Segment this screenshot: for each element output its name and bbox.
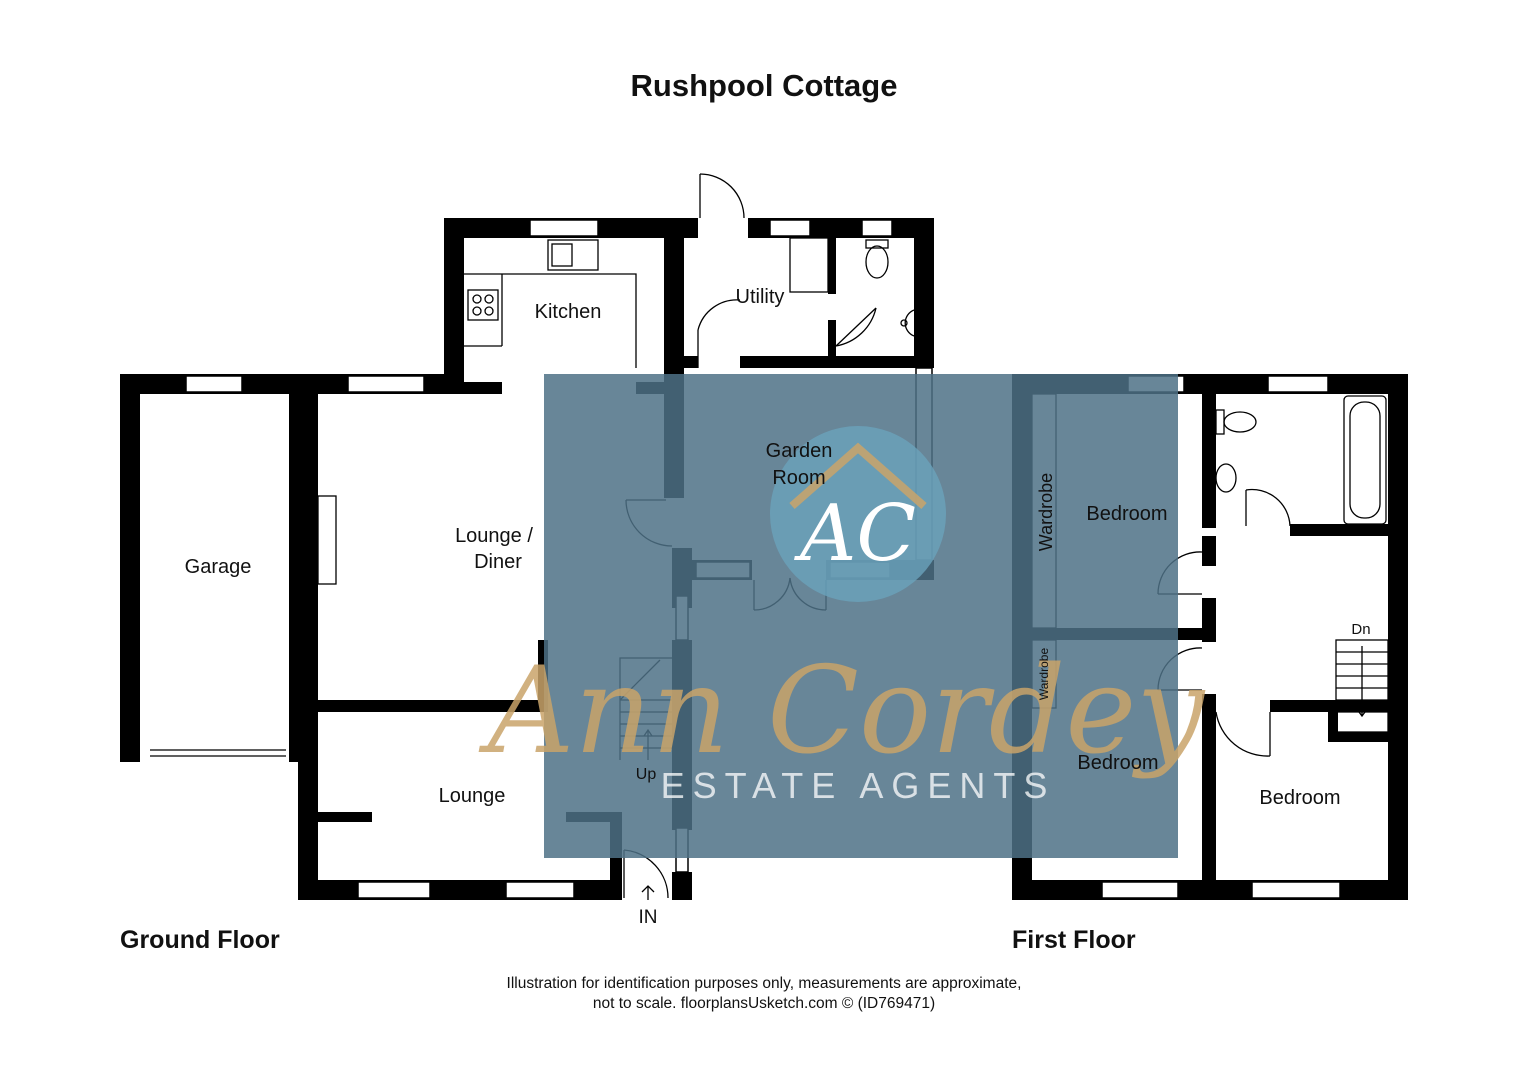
room-label-kitchen: Kitchen (535, 301, 602, 323)
watermark-tagline: ESTATE AGENTS (661, 765, 1056, 806)
room-label-lounge-diner-line1: Lounge / (455, 525, 533, 547)
wardrobe-label-a: Wardrobe (1036, 473, 1056, 551)
disclaimer-line-1: Illustration for identification purposes… (506, 975, 1022, 992)
room-label-lounge: Lounge (439, 785, 506, 807)
kitchen-fittings (464, 239, 637, 368)
room-label-bedroom-c: Bedroom (1259, 787, 1340, 809)
first-floor-label: First Floor (1012, 926, 1136, 954)
room-label-garden-room-line1: Garden (766, 440, 833, 462)
page-title: Rushpool Cottage (630, 68, 898, 103)
entrance-label: IN (639, 907, 658, 928)
room-label-garage: Garage (185, 556, 252, 578)
watermark-monogram: AC (794, 489, 916, 579)
disclaimer-line-2: not to scale. floorplansUsketch.com © (I… (592, 995, 936, 1012)
disclaimer: Illustration for identification purposes… (0, 974, 1528, 1014)
room-label-bedroom-b: Bedroom (1077, 752, 1158, 774)
room-label-utility: Utility (736, 286, 785, 308)
utility-fittings (697, 173, 915, 368)
watermark: AC Ann Cordey ESTATE AGENTS (478, 374, 1207, 858)
stairs-down-label: Dn (1351, 621, 1370, 638)
room-label-garden-room-line2: Room (772, 467, 825, 489)
room-label-lounge-diner-line2: Diner (474, 551, 522, 573)
watermark-name: Ann Cordey (478, 642, 1207, 781)
room-label-bedroom-a: Bedroom (1086, 503, 1167, 525)
room-labels: Kitchen Utility Garden Room Lounge / Din… (185, 286, 1371, 928)
stairs-up-label: Up (636, 766, 657, 783)
ground-floor-label: Ground Floor (120, 926, 280, 954)
wardrobe-label-b: Wardrobe (1037, 648, 1051, 701)
